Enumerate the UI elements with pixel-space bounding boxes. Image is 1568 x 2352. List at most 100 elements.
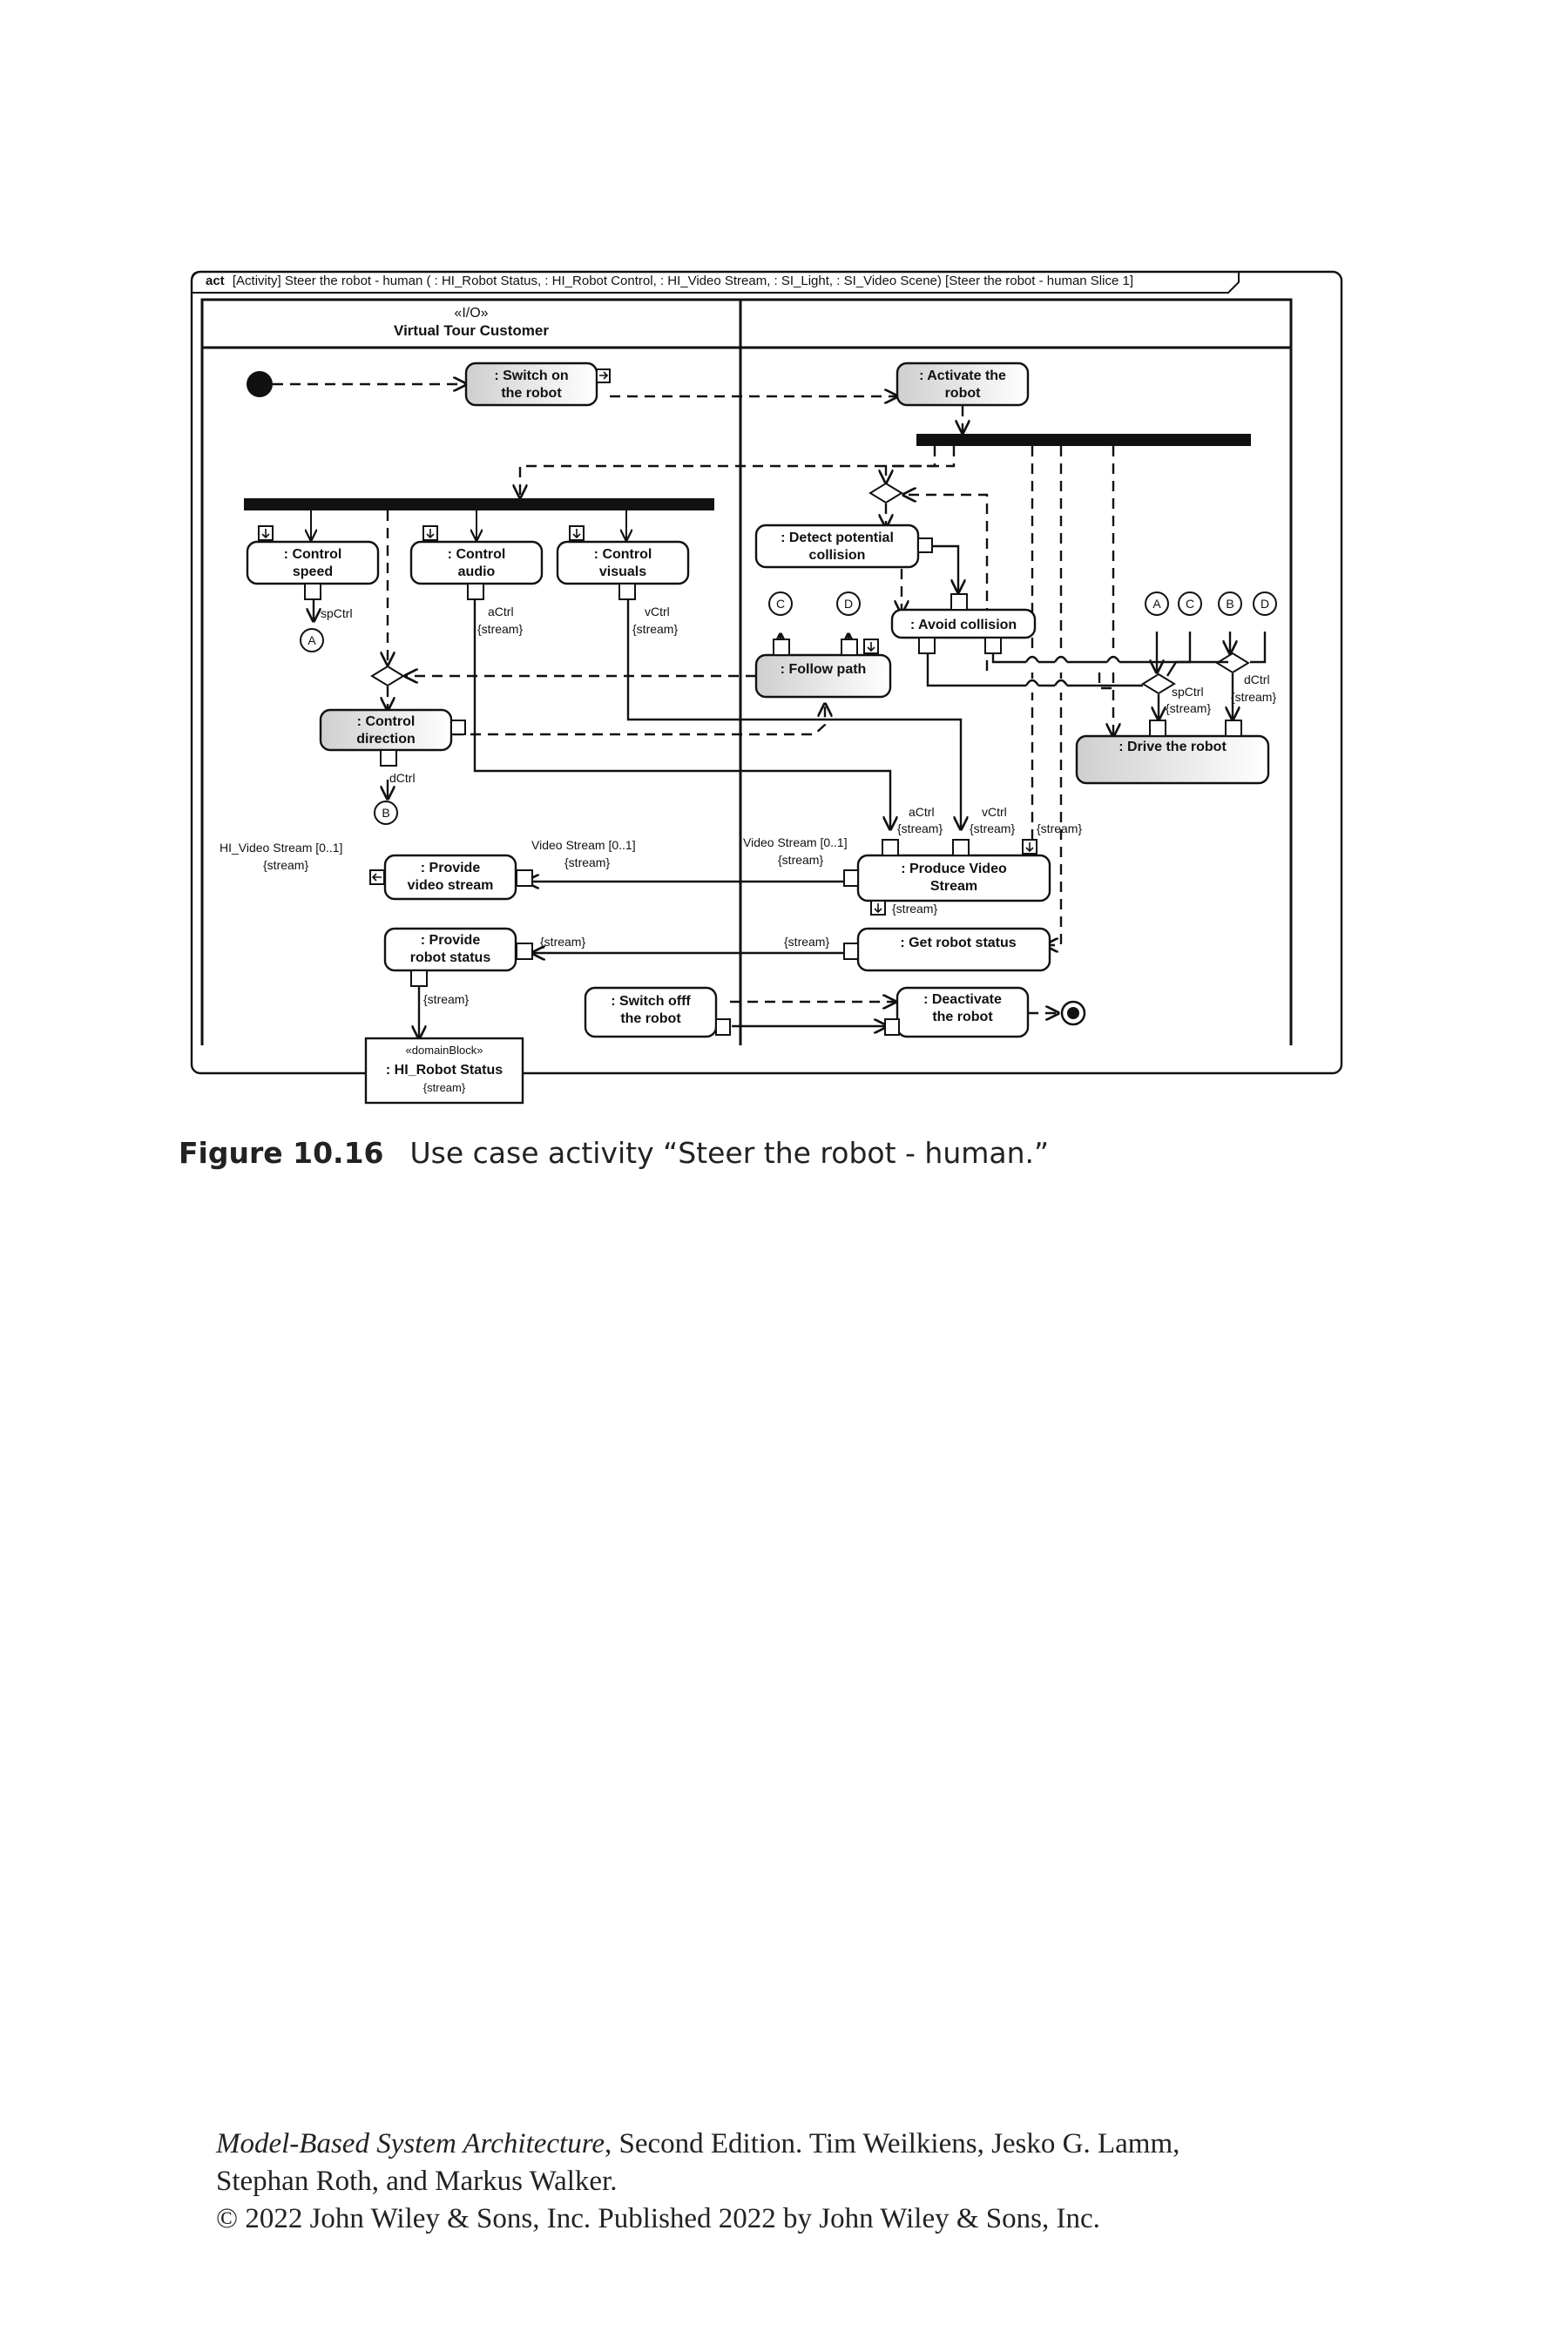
action-label-line: collision (809, 548, 866, 563)
action-drive-robot (1075, 734, 1270, 785)
control-flows (273, 384, 1113, 1013)
action-deactivate (896, 986, 1030, 1038)
merge-node-speed (1141, 672, 1176, 695)
connector-b-out (374, 801, 398, 825)
label-stream: {stream} (540, 935, 585, 949)
action-switch-off (584, 986, 718, 1038)
figure-caption-text: Use case activity “Steer the robot - hum… (409, 1136, 1050, 1170)
action-label-line: speed (293, 564, 333, 579)
action-label-line: : Switch on (494, 368, 568, 383)
label-actrl: aCtrl (909, 805, 935, 819)
final-node (1060, 1000, 1086, 1026)
label-stream: {stream} (263, 858, 308, 872)
activity-frame: act [Activity] Steer the robot - human (… (190, 270, 1343, 1075)
merge-node-direction (370, 665, 405, 687)
label-stream: {stream} (892, 902, 937, 916)
label-stream: {stream} (784, 935, 829, 949)
action-label-line: : Activate the (919, 368, 1006, 383)
action-label-line: Stream (930, 879, 977, 894)
action-boxes (246, 362, 1270, 1038)
label-stream: {stream} (778, 853, 823, 867)
label-dctrl: dCtrl (389, 771, 416, 785)
connector-letter: D (1260, 597, 1269, 611)
action-label-line: : Control (357, 714, 416, 729)
label-stream: {stream} (897, 821, 943, 835)
merge-node-collision (868, 482, 903, 504)
connector-letter: B (382, 806, 389, 820)
label-stream: {stream} (477, 622, 523, 636)
connector-letters: A B C D A C B D (308, 597, 1269, 820)
label-follow-path: : Follow path (781, 662, 867, 677)
connectors (300, 591, 1277, 825)
pins (258, 368, 1242, 1036)
object-constraint: {stream} (423, 1081, 466, 1094)
pin-glyphs (261, 371, 1034, 914)
action-label-line: audio (458, 564, 496, 579)
label-video-stream: Video Stream [0..1] (743, 835, 848, 849)
action-switch-on (464, 362, 598, 407)
connector-c-left (768, 591, 793, 616)
action-follow-path (754, 653, 892, 699)
connector-letter: B (1226, 597, 1233, 611)
fork-bar-right (916, 434, 1251, 446)
footer-line1: , Second Edition. Tim Weilkiens, Jesko G… (604, 2128, 1180, 2159)
initial-node (247, 371, 273, 397)
line-hop-arcs (1024, 655, 1121, 686)
merge-node-dctrl (1215, 652, 1250, 674)
label-hi-video-stream: HI_Video Stream [0..1] (220, 841, 342, 855)
object-name: : HI_Robot Status (386, 1063, 503, 1078)
label-stream: {stream} (632, 622, 678, 636)
connector-b-in (1218, 591, 1242, 616)
partition-name: Virtual Tour Customer (394, 322, 549, 339)
connector-letter: C (1186, 597, 1194, 611)
action-label-line: : Avoid collision (910, 618, 1017, 632)
action-label-line: the robot (620, 1011, 681, 1026)
action-label-line: : Control (284, 547, 342, 562)
action-label-line: video stream (408, 878, 494, 893)
action-label-line: visuals (599, 564, 646, 579)
label-stream: {stream} (1037, 821, 1082, 835)
label-vctrl: vCtrl (645, 605, 670, 618)
action-activate (896, 362, 1030, 407)
label-vctrl: vCtrl (982, 805, 1007, 819)
flow-labels: spCtrl aCtrl {stream} vCtrl {stream} dCt… (220, 605, 1276, 1006)
label-control-visuals: : Control visuals (594, 547, 652, 579)
action-label-line: : Provide (421, 933, 481, 948)
footer-line3: © 2022 John Wiley & Sons, Inc. Published… (216, 2203, 1100, 2234)
label-stream: {stream} (564, 855, 610, 869)
label-spctrl: spCtrl (1172, 685, 1204, 699)
connector-a-out (300, 628, 324, 652)
connector-c-right (1178, 591, 1202, 616)
label-control-speed: : Control speed (284, 547, 342, 579)
object-node-hi-robot-status: «domainBlock» : HI_Robot Status {stream} (364, 1037, 524, 1105)
action-label-line: : Follow path (781, 662, 867, 677)
label-get-status: : Get robot status (900, 936, 1016, 950)
label-stream: {stream} (423, 992, 469, 1006)
swimlanes: «I/O» Virtual Tour Customer (200, 298, 1293, 1045)
label-stream: {stream} (1166, 701, 1211, 715)
action-label-line: : Control (594, 547, 652, 562)
book-title: Model-Based System Architecture (216, 2128, 605, 2159)
svg-text:act [Activity] Steer the: act [Activity] Steer the robot - human (… (206, 274, 1133, 288)
footer-line2: Stephan Roth, and Markus Walker. (216, 2166, 618, 2197)
action-label-line: : Produce Video (901, 862, 1007, 876)
connector-d-right (1253, 591, 1277, 616)
label-dctrl: dCtrl (1244, 672, 1270, 686)
connector-d-left (836, 591, 861, 616)
action-label-line: : Get robot status (900, 936, 1016, 950)
action-label-line: : Provide (421, 861, 481, 875)
label-provide-video: : Provide video stream (408, 861, 494, 893)
connector-letter: A (308, 633, 316, 647)
action-label-line: : Deactivate (923, 992, 1002, 1007)
